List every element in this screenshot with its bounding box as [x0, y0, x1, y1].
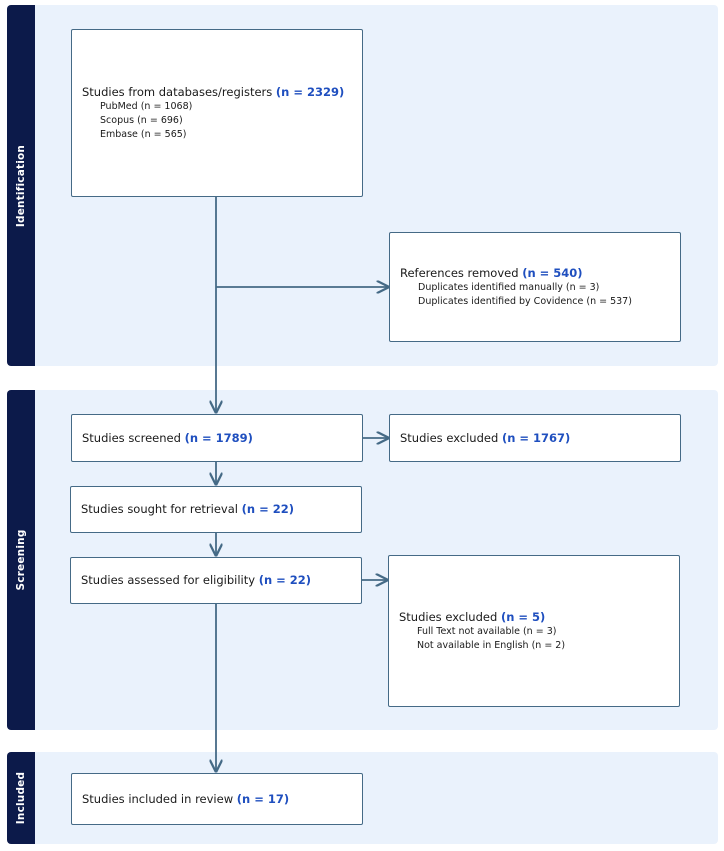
assessed-count: (n = 22): [258, 573, 312, 587]
screened-title: Studies screened (n = 1789): [82, 431, 352, 446]
included-sidebar: Included: [7, 752, 35, 844]
databases-count: (n = 2329): [275, 84, 345, 99]
removed-count: (n = 540): [522, 265, 583, 280]
excluded-screen-box: Studies excluded (n = 1767): [389, 414, 681, 462]
excluded-full-box: Studies excluded (n = 5) Full Text not a…: [388, 555, 680, 707]
sought-count: (n = 22): [241, 502, 294, 516]
excluded-full-count: (n = 5): [500, 609, 546, 624]
databases-title: Studies from databases/registers (n = 23…: [82, 85, 352, 100]
excluded-screen-count: (n = 1767): [501, 430, 571, 445]
included-count: (n = 17): [236, 791, 290, 806]
removed-title-text: References removed: [400, 265, 519, 280]
removed-box: References removed (n = 540) Duplicates …: [389, 232, 681, 342]
excluded-screen-title: Studies excluded (n = 1767): [400, 431, 670, 446]
screening-sidebar: Screening: [7, 390, 35, 730]
included-box: Studies included in review (n = 17): [71, 773, 363, 825]
sought-box: Studies sought for retrieval (n = 22): [70, 486, 362, 533]
included-title: Studies included in review (n = 17): [82, 792, 352, 807]
screened-title-text: Studies screened: [82, 430, 181, 445]
databases-item-embase: Embase (n = 565): [100, 128, 187, 140]
excluded-full-title: Studies excluded (n = 5): [399, 610, 669, 625]
screened-count: (n = 1789): [184, 430, 253, 445]
sought-title: Studies sought for retrieval (n = 22): [81, 502, 351, 517]
assessed-title: Studies assessed for eligibility (n = 22…: [81, 573, 351, 588]
screened-box: Studies screened (n = 1789): [71, 414, 363, 462]
excluded-screen-title-text: Studies excluded: [400, 430, 499, 445]
removed-item-manual: Duplicates identified manually (n = 3): [418, 281, 600, 293]
included-title-text: Studies included in review: [82, 791, 234, 806]
excluded-full-title-text: Studies excluded: [399, 609, 498, 624]
excluded-full-item-no-text: Full Text not available (n = 3): [417, 625, 557, 637]
identification-sidebar: Identification: [7, 5, 35, 366]
databases-box: Studies from databases/registers (n = 23…: [71, 29, 363, 197]
removed-title: References removed (n = 540): [400, 266, 670, 281]
databases-title-text: Studies from databases/registers: [82, 84, 273, 99]
assessed-title-text: Studies assessed for eligibility: [81, 573, 256, 587]
sought-title-text: Studies sought for retrieval: [81, 502, 238, 516]
databases-item-scopus: Scopus (n = 696): [100, 114, 183, 126]
excluded-full-item-not-english: Not available in English (n = 2): [417, 639, 566, 651]
databases-item-pubmed: PubMed (n = 1068): [100, 100, 193, 112]
removed-item-covidence: Duplicates identified by Covidence (n = …: [418, 295, 632, 307]
assessed-box: Studies assessed for eligibility (n = 22…: [70, 557, 362, 604]
